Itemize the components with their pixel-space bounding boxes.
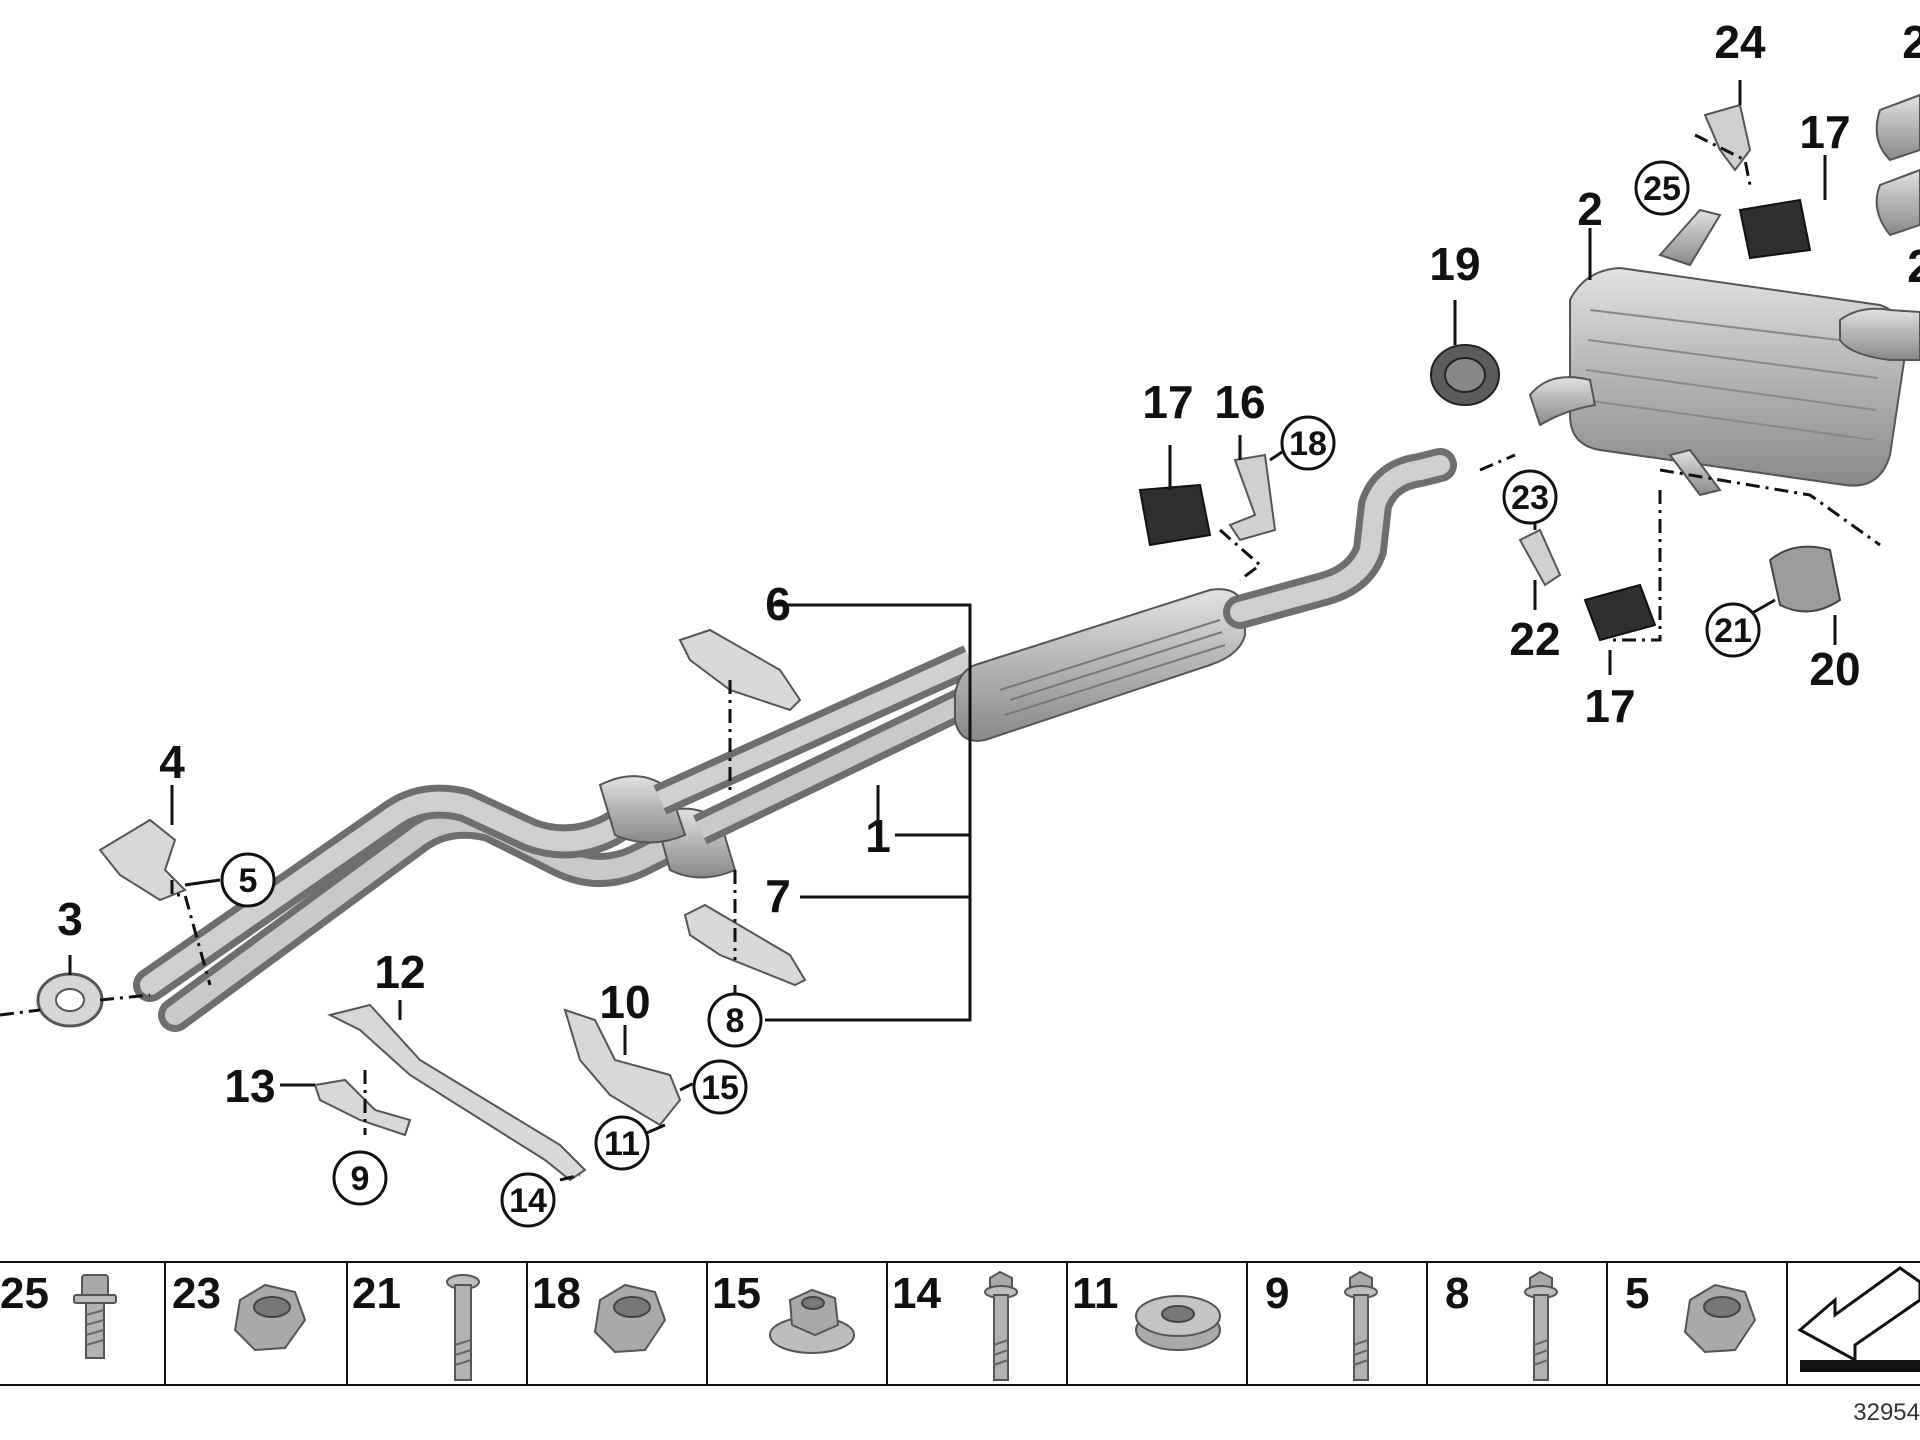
long-bolt-icon <box>446 1274 480 1381</box>
flange-nut-icon <box>769 1288 855 1354</box>
callout-label: 17 <box>1584 680 1635 732</box>
rubber-mount-part-17-left <box>1138 483 1212 547</box>
rubber-mount-part-17-lower <box>1583 583 1657 642</box>
bracket-part-12 <box>327 1003 587 1182</box>
bracket-part-13 <box>313 1078 412 1137</box>
callout-label: 24 <box>1714 16 1766 68</box>
callout-circle <box>332 1150 388 1206</box>
callout-label: 19 <box>1429 238 1480 290</box>
bracket-part-16 <box>1228 453 1277 542</box>
callout-label: 2 <box>1577 183 1603 235</box>
leader-lines <box>0 80 1881 1182</box>
callout-label: 2 <box>1902 16 1920 68</box>
bolt-icon <box>73 1274 117 1359</box>
callout-circle <box>707 992 763 1048</box>
bracket-part-4 <box>98 818 187 902</box>
tailpipe-trim <box>1839 93 1920 361</box>
callout-labels: 24 2 17 25 2 19 17 16 18 23 22 17 21 20 … <box>57 16 1920 1228</box>
long-bolt-icon <box>984 1270 1018 1381</box>
callout-label: 11 <box>604 1125 640 1163</box>
callout-label: 20 <box>1809 643 1860 695</box>
view-direction-arrow-icon <box>1797 1266 1920 1372</box>
bracket-part-7 <box>683 903 807 987</box>
callout-label: 18 <box>1289 425 1327 463</box>
fastener-label: 18 <box>532 1269 581 1318</box>
callout-label: 6 <box>765 578 791 630</box>
callout-label: 12 <box>374 946 425 998</box>
front-pipe-upper <box>133 783 677 1002</box>
front-pipe-lower <box>158 804 717 1032</box>
rubber-mount-part-20 <box>1768 545 1842 613</box>
callout-circle <box>692 1059 748 1115</box>
gasket-part-3 <box>36 972 104 1028</box>
callout-circle <box>1280 415 1336 471</box>
figure-number: 32954 <box>1853 1399 1920 1426</box>
bracket-part-24 <box>1703 103 1752 172</box>
center-muffler <box>954 588 1246 742</box>
callout-label: 23 <box>1511 479 1549 517</box>
heat-shield-part-10 <box>563 1008 682 1127</box>
middle-pipes <box>653 645 997 845</box>
callout-label: 16 <box>1214 376 1265 428</box>
long-bolt-icon <box>1524 1270 1558 1381</box>
rear-silencer <box>1528 208 1907 497</box>
callout-circle <box>220 852 276 908</box>
fastener-label: 23 <box>172 1269 221 1318</box>
callout-circle <box>500 1172 556 1228</box>
callout-label: 14 <box>509 1182 547 1220</box>
fastener-label: 15 <box>712 1269 761 1318</box>
callout-label: 15 <box>701 1069 739 1107</box>
callout-circle <box>1705 602 1761 658</box>
fastener-label: 9 <box>1265 1269 1289 1318</box>
fastener-label: 8 <box>1445 1269 1469 1318</box>
washer-icon <box>1135 1295 1221 1351</box>
fastener-label: 21 <box>352 1269 401 1318</box>
callout-circle <box>594 1115 650 1171</box>
fastener-label: 5 <box>1625 1269 1649 1318</box>
callout-label: 22 <box>1509 613 1560 665</box>
bracket-part-22 <box>1518 528 1562 587</box>
hex-nut-icon <box>1683 1283 1757 1354</box>
callout-label: 10 <box>599 976 650 1028</box>
bracket-part-6 <box>678 628 802 712</box>
fastener-strip: 25 23 21 18 15 <box>0 1261 1920 1386</box>
long-bolt-icon <box>1344 1270 1378 1381</box>
callout-label: 13 <box>224 1060 275 1112</box>
fastener-label: 11 <box>1072 1269 1119 1318</box>
callout-label: 3 <box>57 893 83 945</box>
callout-label: 25 <box>1643 170 1681 208</box>
rear-intermediate-pipe <box>1223 448 1457 629</box>
callout-label: 4 <box>159 736 185 788</box>
hex-nut-icon <box>233 1283 307 1352</box>
callout-label: 17 <box>1142 376 1193 428</box>
callout-label: 1 <box>865 810 891 862</box>
callout-label: 8 <box>726 1002 745 1040</box>
callout-label: 7 <box>765 870 791 922</box>
callout-label: 2 <box>1907 240 1920 292</box>
clamp-part-19 <box>1430 344 1500 406</box>
hex-nut-icon <box>593 1283 667 1354</box>
fastener-label: 14 <box>892 1269 941 1318</box>
fastener-label: 25 <box>0 1269 49 1318</box>
callout-label: 21 <box>1714 612 1752 650</box>
callout-label: 17 <box>1799 106 1850 158</box>
callout-circle <box>1502 469 1558 525</box>
callout-circle <box>1634 160 1690 216</box>
callout-label: 5 <box>239 862 258 900</box>
rubber-mount-part-17-upper <box>1738 198 1812 260</box>
callout-label: 9 <box>351 1160 370 1198</box>
